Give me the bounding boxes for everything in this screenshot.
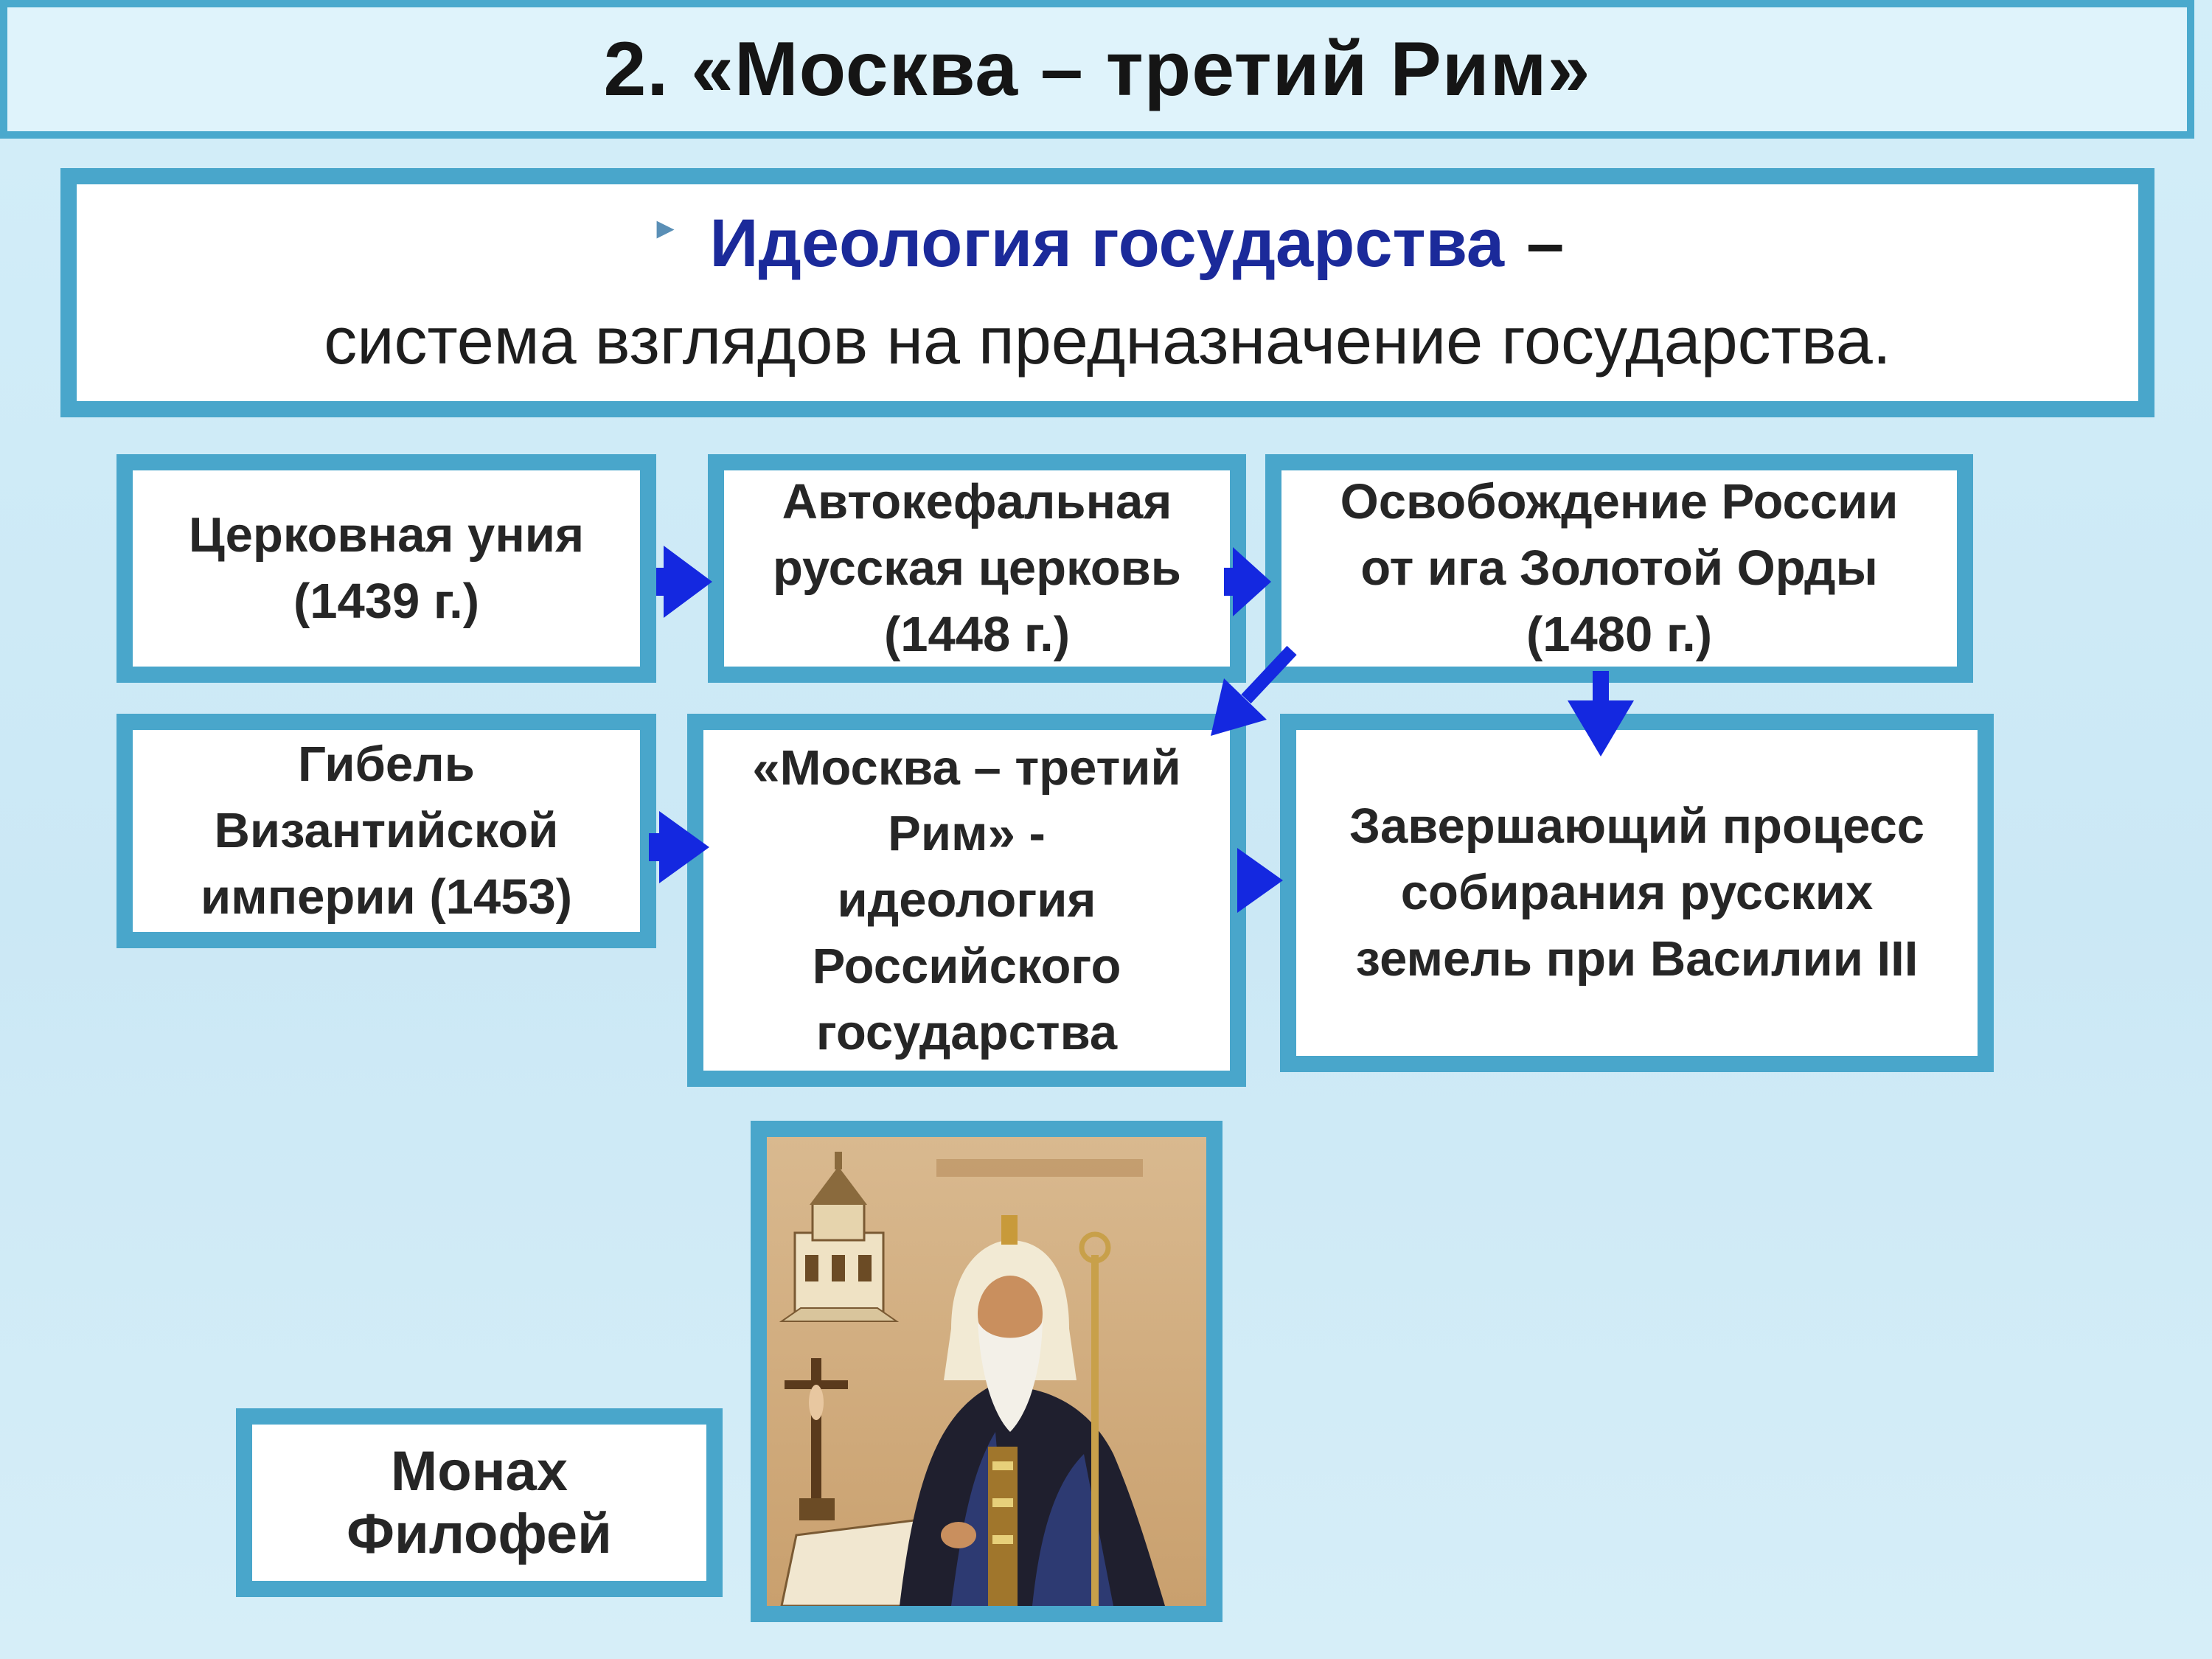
definition-term: Идеология государства <box>709 206 1505 281</box>
box-liberation-label: Освобождение России от ига Золотой Орды … <box>1340 474 1899 662</box>
arrow-right-icon <box>1224 547 1271 616</box>
box-autocephalous-church-label: Автокефальная русская церковь (1448 г.) <box>773 474 1181 662</box>
box-church-union-label: Церковная уния (1439 г.) <box>188 507 585 629</box>
box-moscow-third-rome-label: «Москва – третий Рим» - идеология Россий… <box>752 740 1181 1060</box>
box-completion-label: Завершающий процесс собирания русских зе… <box>1349 799 1924 987</box>
box-monk-label: Монах Филофей <box>236 1408 723 1597</box>
definition-text: система взглядов на предназначение госуд… <box>324 305 1891 378</box>
monk-filofey-portrait-icon <box>751 1121 1222 1622</box>
monk-portrait-drawing <box>767 1137 1206 1606</box>
box-completion: Завершающий процесс собирания русских зе… <box>1280 714 1994 1072</box>
box-autocephalous-church: Автокефальная русская церковь (1448 г.) <box>708 454 1246 683</box>
arrow-right-icon <box>656 546 712 618</box>
definition-heading: ► Идеология государства– <box>77 205 2138 282</box>
definition-box: ► Идеология государства– система взглядов… <box>60 168 2154 417</box>
arrow-down-icon <box>1568 671 1634 757</box>
arrow-right-icon <box>1237 848 1283 913</box>
definition-dash: – <box>1526 206 1565 281</box>
page-title: 2. «Москва – третий Рим» <box>603 26 1591 112</box>
box-byzantium-fall: Гибель Византийской империи (1453) <box>116 714 656 948</box>
arrow-right-icon <box>649 811 709 883</box>
title-bar: 2. «Москва – третий Рим» <box>0 0 2194 139</box>
monk-label: Монах Филофей <box>347 1439 612 1565</box>
box-church-union: Церковная уния (1439 г.) <box>116 454 656 683</box>
box-moscow-third-rome: «Москва – третий Рим» - идеология Россий… <box>687 714 1246 1087</box>
box-byzantium-fall-label: Гибель Византийской империи (1453) <box>200 737 573 925</box>
bullet-triangle-icon: ► <box>650 212 681 245</box>
box-liberation: Освобождение России от ига Золотой Орды … <box>1265 454 1973 683</box>
arrow-down-left-icon <box>1211 645 1297 736</box>
